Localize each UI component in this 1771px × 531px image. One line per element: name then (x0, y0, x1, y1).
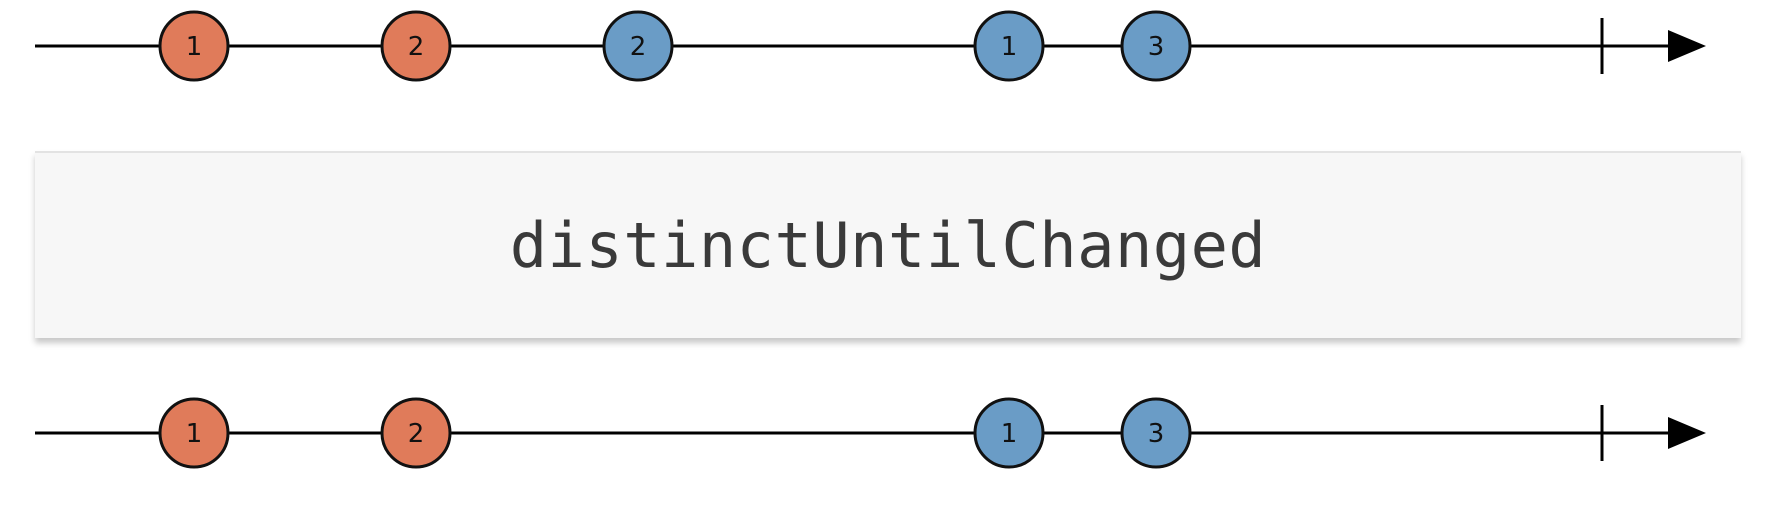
input-marble: 3 (1120, 10, 1192, 82)
marble-circle (602, 10, 674, 82)
marble-circle (380, 397, 452, 469)
operator-label: distinctUntilChanged (509, 209, 1267, 282)
marble-label: 1 (186, 419, 203, 449)
output-marble: 1 (973, 397, 1045, 469)
marble-label: 2 (630, 32, 647, 62)
marble-label: 1 (1001, 32, 1018, 62)
output-marble: 2 (380, 397, 452, 469)
marble-label: 1 (186, 32, 203, 62)
marble-circle (1120, 397, 1192, 469)
marble-circle (380, 10, 452, 82)
marble-circle (158, 10, 230, 82)
output-stream: 1 2 1 3 (35, 397, 1706, 469)
marble-label: 1 (1001, 419, 1018, 449)
marble-label: 3 (1148, 419, 1165, 449)
operator-box: distinctUntilChanged (35, 151, 1741, 338)
output-arrow-icon (1668, 417, 1706, 449)
marble-label: 2 (408, 32, 425, 62)
output-marble: 3 (1120, 397, 1192, 469)
input-marble: 2 (380, 10, 452, 82)
input-marble: 2 (602, 10, 674, 82)
marble-circle (158, 397, 230, 469)
input-arrow-icon (1668, 30, 1706, 62)
marble-label: 2 (408, 419, 425, 449)
output-marble: 1 (158, 397, 230, 469)
marble-circle (1120, 10, 1192, 82)
marble-label: 3 (1148, 32, 1165, 62)
input-stream: 1 2 2 1 3 (35, 10, 1706, 82)
marble-circle (973, 397, 1045, 469)
marble-circle (973, 10, 1045, 82)
input-marble: 1 (973, 10, 1045, 82)
input-marble: 1 (158, 10, 230, 82)
